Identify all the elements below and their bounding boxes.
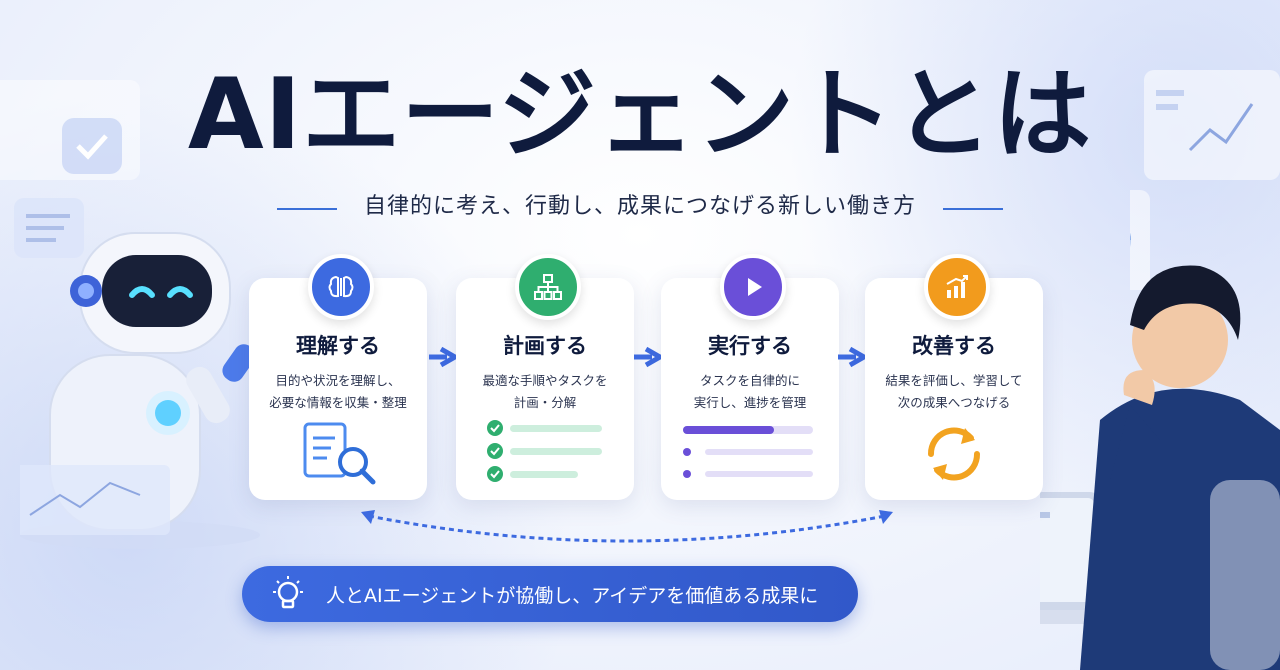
step-title: 改善する bbox=[912, 334, 996, 358]
play-icon bbox=[720, 254, 786, 320]
loop-back-arrow bbox=[361, 510, 893, 543]
bottom-banner: 人とAIエージェントが協働し、アイデアを価値ある成果に bbox=[242, 566, 858, 622]
step-description-line: 次の成果へつなげる bbox=[897, 395, 1011, 410]
arrow-right-icon bbox=[838, 346, 867, 368]
arrow-right-icon bbox=[429, 346, 458, 368]
progress-bar-fill bbox=[683, 426, 774, 434]
step-card-execute: 実行する タスクを自律的に 実行し、進捗を管理 bbox=[661, 254, 839, 500]
refresh-cycle-icon bbox=[927, 427, 981, 481]
checklist-icon bbox=[487, 420, 602, 482]
hierarchy-icon bbox=[515, 254, 581, 320]
person-illustration bbox=[1040, 265, 1280, 670]
step-description-line: 実行し、進捗を管理 bbox=[693, 395, 807, 410]
step-title: 理解する bbox=[296, 334, 380, 358]
subtitle-line-right bbox=[943, 207, 1004, 210]
step-card-improve: 改善する 結果を評価し、学習して 次の成果へつなげる bbox=[865, 254, 1043, 500]
document-search-icon bbox=[303, 422, 376, 485]
brain-icon bbox=[308, 254, 374, 320]
step-title: 実行する bbox=[708, 334, 792, 358]
step-title: 計画する bbox=[503, 334, 587, 358]
robot-illustration bbox=[20, 232, 260, 549]
progress-bar bbox=[683, 426, 813, 434]
banner-text: 人とAIエージェントが協働し、アイデアを価値ある成果に bbox=[326, 584, 819, 607]
step-description-line: 最適な手順やタスクを bbox=[482, 373, 608, 388]
subtitle-line-left bbox=[276, 207, 337, 210]
step-description: 目的や状況を理解し、 必要な情報を収集・整理 bbox=[249, 370, 427, 414]
lightbulb-icon bbox=[273, 576, 303, 609]
step-card-plan: 計画する 最適な手順やタスクを 計画・分解 bbox=[456, 254, 634, 500]
arrow-right-icon bbox=[634, 346, 663, 368]
floating-panels-left bbox=[0, 80, 140, 258]
floating-panels-right bbox=[1130, 70, 1280, 290]
step-description-line: 結果を評価し、学習して bbox=[885, 373, 1023, 388]
step-description-line: 必要な情報を収集・整理 bbox=[269, 395, 407, 410]
step-description-line: 目的や状況を理解し、 bbox=[275, 373, 401, 388]
growth-chart-icon bbox=[924, 254, 990, 320]
subtitle: 自律的に考え、行動し、成果につなげる新しい働き方 bbox=[363, 194, 916, 219]
step-card-understand: 理解する 目的や状況を理解し、 必要な情報を収集・整理 bbox=[249, 254, 427, 500]
step-description-line: タスクを自律的に bbox=[699, 373, 800, 388]
step-description: タスクを自律的に 実行し、進捗を管理 bbox=[661, 370, 839, 414]
task-list-icon bbox=[683, 448, 813, 478]
page-title: AIエージェントとは bbox=[187, 58, 1093, 172]
step-description-line: 計画・分解 bbox=[513, 395, 577, 410]
step-description: 最適な手順やタスクを 計画・分解 bbox=[456, 370, 634, 414]
subtitle-row: 自律的に考え、行動し、成果につなげる新しい働き方 bbox=[0, 188, 1280, 220]
step-description: 結果を評価し、学習して 次の成果へつなげる bbox=[865, 370, 1043, 414]
